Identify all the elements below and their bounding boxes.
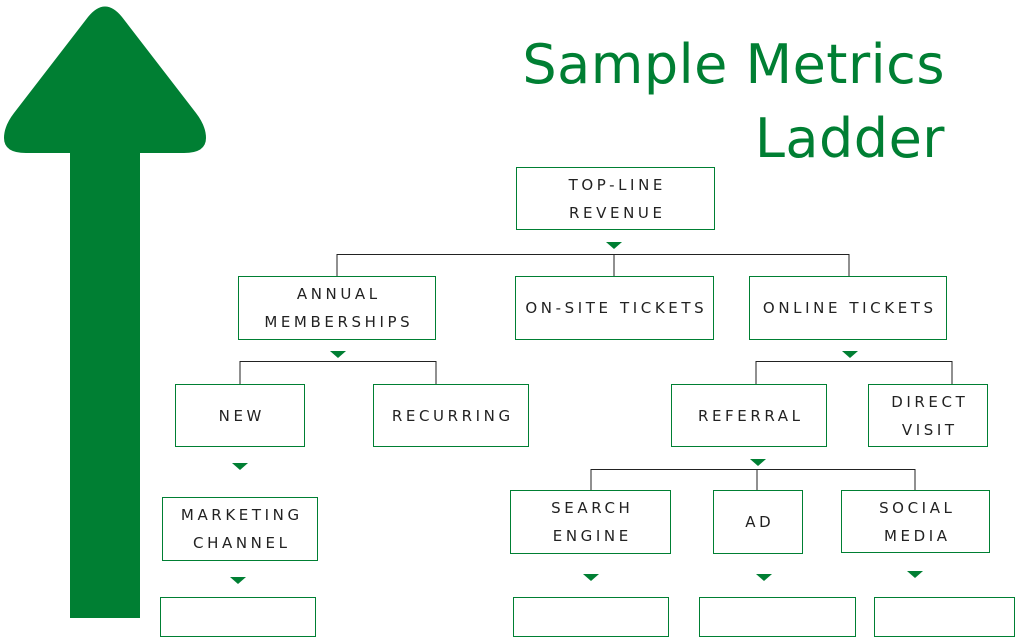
node-label: NEW	[218, 406, 265, 425]
node-label: ONLINE TICKETS	[762, 299, 937, 317]
connector-referral	[590, 469, 916, 490]
page-title: Sample Metrics Ladder	[522, 28, 945, 176]
node-label: ON-SITE TICKETS	[525, 299, 708, 317]
node-new: NEW	[175, 384, 305, 447]
node-referral: REFERRAL	[671, 384, 827, 447]
node-label: SOCIAL MEDIA	[879, 498, 956, 545]
node-direct-visit: DIRECT VISIT	[868, 384, 988, 447]
node-annual-memberships: ANNUAL MEMBERSHIPS	[238, 276, 436, 340]
node-social-media: SOCIAL MEDIA	[841, 490, 990, 553]
page-title-line-2: Ladder	[754, 107, 945, 170]
down-triangle-icon	[230, 577, 246, 584]
down-triangle-icon	[842, 351, 858, 358]
node-recurring: RECURRING	[373, 384, 529, 447]
node-online-tickets: ONLINE TICKETS	[749, 276, 947, 340]
node-label: REFERRAL	[697, 406, 804, 425]
connector-lines	[239, 254, 953, 490]
up-arrow-icon	[4, 6, 206, 618]
node-label: MARKETING CHANNEL	[180, 506, 303, 552]
down-triangle-icon	[756, 574, 772, 581]
down-triangle-icon	[232, 463, 248, 470]
node-next-level-2	[513, 597, 669, 637]
node-next-level-1	[160, 597, 316, 637]
down-triangle-icon	[750, 459, 766, 466]
up-arrow-shape	[4, 6, 206, 618]
node-search-engine: SEARCH ENGINE	[510, 490, 671, 554]
node-label: AD	[745, 513, 775, 531]
node-next-level-3	[699, 597, 856, 637]
connector-top-level	[336, 254, 850, 277]
node-marketing-channel: MARKETING CHANNEL	[162, 497, 318, 561]
down-triangle-icon	[583, 574, 599, 581]
connector-memberships	[239, 361, 437, 385]
down-triangle-icon	[606, 242, 622, 249]
node-ad: AD	[713, 490, 803, 554]
node-next-level-4	[874, 597, 1015, 637]
node-top-line-revenue: TOP-LINE REVENUE	[516, 167, 715, 230]
down-triangle-icon	[907, 571, 923, 578]
page-title-line-1: Sample Metrics	[522, 33, 945, 96]
node-label: ANNUAL MEMBERSHIPS	[264, 285, 414, 331]
node-label: DIRECT VISIT	[891, 392, 969, 439]
down-triangle-icon	[330, 351, 346, 358]
node-label: SEARCH ENGINE	[551, 499, 634, 545]
node-label: RECURRING	[391, 406, 514, 425]
node-label: TOP-LINE REVENUE	[568, 175, 666, 222]
node-on-site-tickets: ON-SITE TICKETS	[515, 276, 714, 340]
connector-online	[755, 361, 953, 385]
